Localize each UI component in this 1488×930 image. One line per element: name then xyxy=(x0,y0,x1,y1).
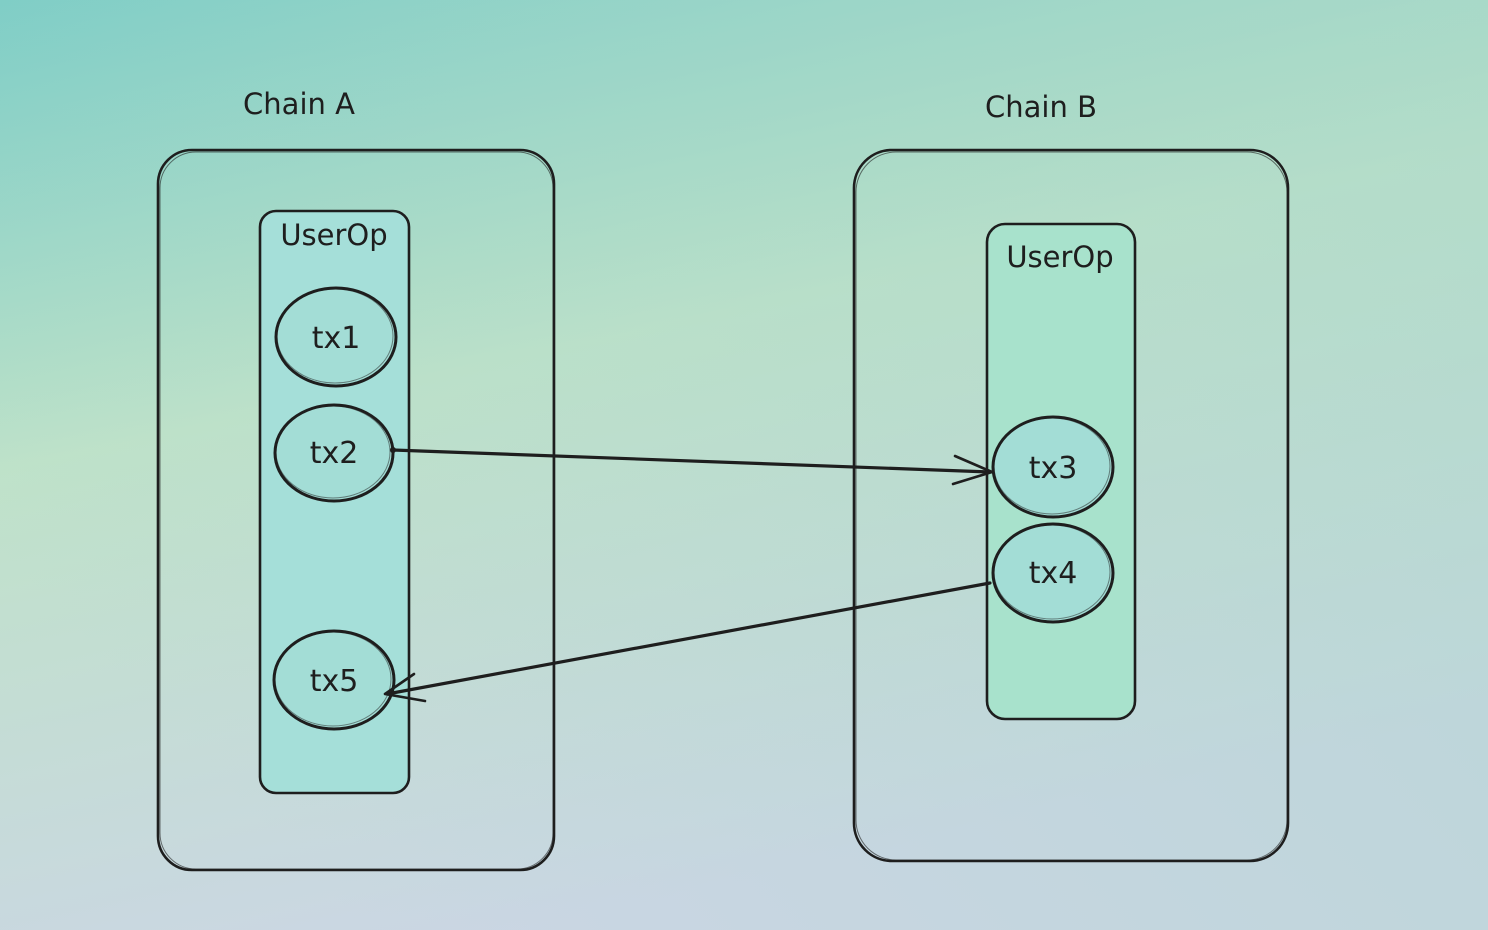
tx3-label: tx3 xyxy=(1029,451,1078,486)
edge-tx2-to-tx3 xyxy=(390,447,994,486)
edge-tx4-to-tx5 xyxy=(383,581,992,703)
tx4-label: tx4 xyxy=(1029,556,1078,591)
tx2-node: tx2 xyxy=(273,403,395,503)
tx1-node: tx1 xyxy=(274,286,398,388)
chain-b-label: Chain B xyxy=(985,90,1097,124)
userop-b-label: UserOp xyxy=(1006,240,1113,274)
chain-b-container-sketch xyxy=(855,151,1288,861)
tx1-label: tx1 xyxy=(312,321,361,356)
tx4-node: tx4 xyxy=(991,522,1115,624)
chain-a-label: Chain A xyxy=(243,87,355,121)
chain-a: Chain A UserOp tx1 tx2 xyxy=(156,87,556,872)
tx2-label: tx2 xyxy=(310,436,359,471)
chain-a-container-sketch xyxy=(159,151,554,870)
chain-a-container xyxy=(156,148,556,872)
userop-a-label: UserOp xyxy=(280,218,387,252)
chain-b-container xyxy=(852,148,1290,863)
tx5-node: tx5 xyxy=(272,629,396,731)
tx3-node: tx3 xyxy=(991,415,1115,519)
tx5-label: tx5 xyxy=(310,664,359,699)
chain-b: Chain B UserOp tx3 tx4 xyxy=(852,90,1290,863)
